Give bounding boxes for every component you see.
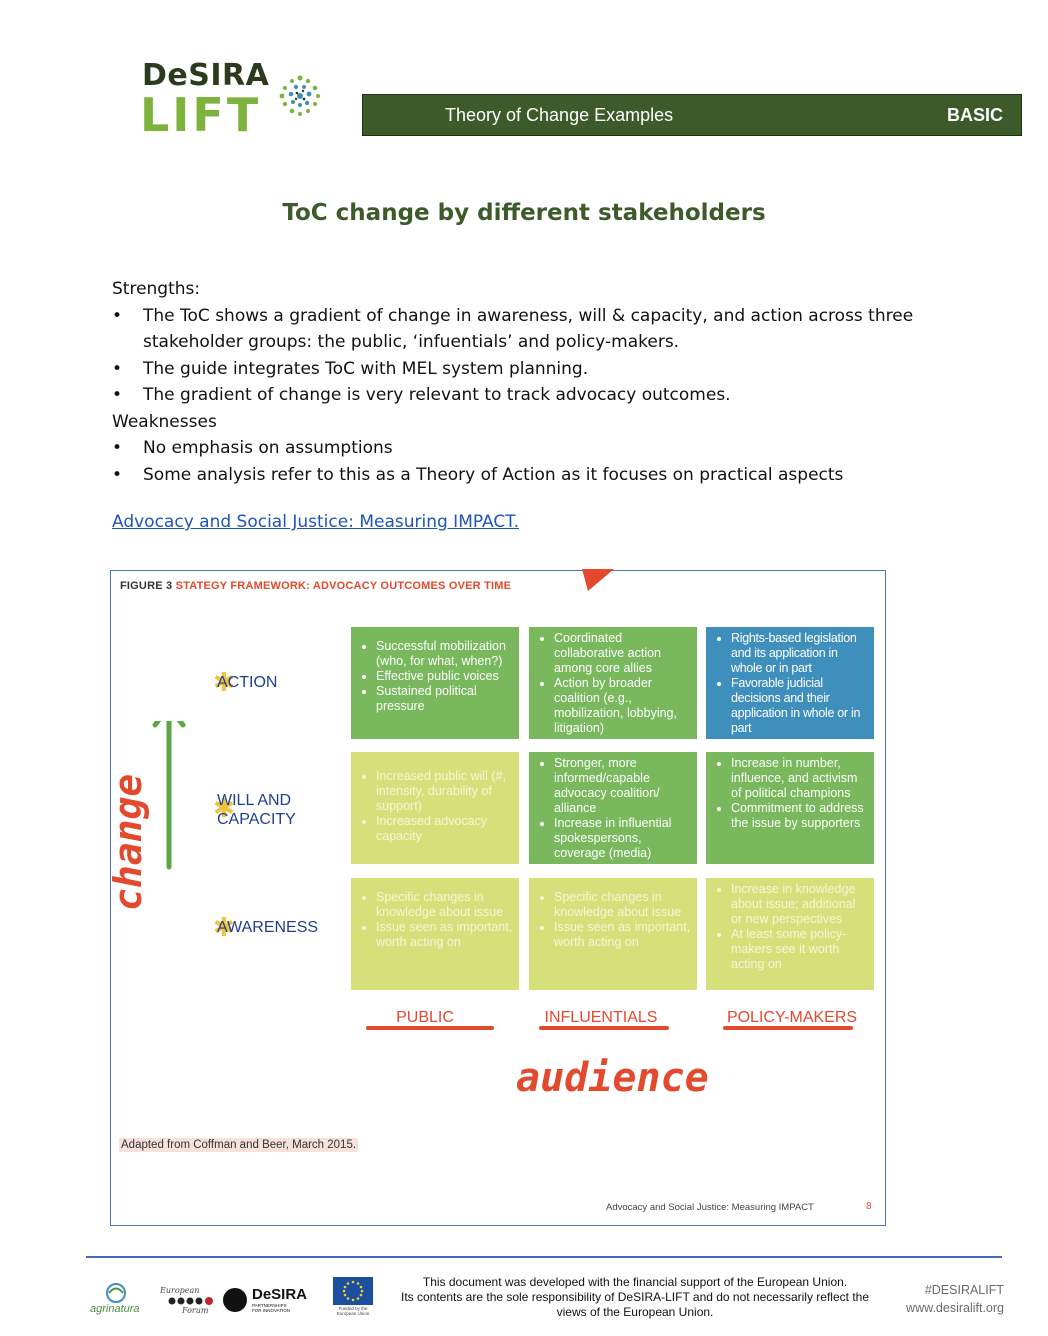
header-bar: Theory of Change Examples BASIC [362,94,1022,136]
strengths-heading: Strengths: [112,279,201,299]
weakness-item: Some analysis refer to this as a Theory … [112,462,932,489]
cell-bullet: Increase in number, influence, and activ… [731,756,868,801]
cell-bullet: Effective public voices [376,669,513,684]
arrow-head-icon [582,569,614,591]
strengths-weaknesses-section: Strengths: The ToC shows a gradient of c… [112,276,932,488]
cell-bullet: Specific changes in knowledge about issu… [554,890,691,920]
cell-bullet: Increased public will (#, intensity, dur… [376,769,513,814]
change-axis-text: change [107,774,150,911]
desira-footer-logo-text: DeSIRA [252,1286,308,1303]
cell-bullet: Stronger, more informed/capable advocacy… [554,756,691,816]
strength-item: The guide integrates ToC with MEL system… [112,356,932,383]
cell-bullet: Favorable judicial decisions and their a… [731,676,868,736]
eu-flag-icon [333,1277,373,1305]
column-label-policy-makers: POLICY-MAKERS [726,1009,858,1026]
header-title: Theory of Change Examples [445,105,674,125]
cell-bullet: Issue seen as important, worth acting on [554,920,691,950]
cell-bullet: Rights-based legislation and its applica… [731,631,868,676]
european-forum-dots-icon [168,1297,213,1305]
footer-website-link[interactable]: www.desiralift.org [906,1301,1004,1315]
change-axis-label: change [107,721,186,911]
row-label-awareness: ✱ AWARENESS [213,912,319,942]
cell-will-policy-makers: Increase in number, influence, and activ… [706,752,874,864]
figure-source-note: Adapted from Coffman and Beer, March 201… [119,1138,359,1152]
footer-hashtag: #DESIRALIFT [924,1283,1004,1297]
logo-dots-icon [279,75,320,116]
footer-divider [86,1256,1002,1258]
figure-number: FIGURE 3 [120,580,173,592]
cell-will-influentials: Stronger, more informed/capable advocacy… [529,752,697,864]
strategy-framework-figure: FIGURE 3 STATEGY FRAMEWORK: ADVOCACY OUT… [107,569,886,1226]
desira-footer-subtitle: PARTNERSHIPS FOR INNOVATION [252,1303,291,1313]
agrinatura-logo-icon [106,1283,126,1303]
cell-bullet: Commitment to address the issue by suppo… [731,801,868,831]
figure-footer-title: Advocacy and Social Justice: Measuring I… [606,1202,814,1213]
star-mark-icon: ✱ [213,667,235,697]
row-label-will-capacity: ✱ WILL AND CAPACITY [213,792,296,828]
logo-desira-text: DeSIRA [142,58,270,93]
source-link[interactable]: Advocacy and Social Justice: Measuring I… [112,512,519,532]
eu-funded-label: Funded by the European Union [336,1306,370,1316]
cell-bullet: Specific changes in knowledge about issu… [376,890,513,920]
cell-action-policy-makers: Rights-based legislation and its applica… [706,627,874,739]
desira-circle-logo-icon [223,1288,247,1312]
cell-bullet: Coordinated collaborative action among c… [554,631,691,676]
footer-tagline: #DESIRALIFT www.desiralift.org [906,1281,1004,1317]
european-forum-logo-text: European Forum [160,1286,209,1315]
column-label-influentials: INFLUENTIALS [544,1009,658,1026]
cell-action-influentials: Coordinated collaborative action among c… [529,627,697,739]
row-label-action: ✱ ACTION [213,667,278,697]
cell-bullet: Action by broader coalition (e.g., mobil… [554,676,691,736]
logo-lift-text: LIFT [140,88,262,142]
weakness-item: No emphasis on assumptions [112,435,932,462]
strength-item: The ToC shows a gradient of change in aw… [112,303,932,356]
weaknesses-heading: Weaknesses [112,411,217,432]
star-mark-icon: ✱ [213,912,235,942]
cell-bullet: Increase in knowledge about issue; addit… [731,882,868,927]
figure-caption: FIGURE 3 STATEGY FRAMEWORK: ADVOCACY OUT… [120,580,511,592]
cell-bullet: Increased advocacy capacity [376,814,513,844]
column-underline [723,1026,853,1030]
footer-disclaimer: This document was developed with the fin… [400,1275,869,1319]
desira-lift-logo: DeSIRA LIFT [140,58,330,144]
column-underline [366,1026,494,1030]
cell-bullet: Issue seen as important, worth acting on [376,920,513,950]
cell-action-public: Successful mobilization (who, for what, … [351,627,519,739]
figure-title: STATEGY FRAMEWORK: ADVOCACY OUTCOMES OVE… [175,580,512,592]
column-underline [539,1026,669,1030]
audience-axis-label: audience [516,1055,709,1101]
column-label-public: PUBLIC [396,1009,454,1026]
page-title: ToC change by different stakeholders [282,200,766,226]
strength-item: The gradient of change is very relevant … [112,382,932,409]
cell-awareness-public: Specific changes in knowledge about issu… [351,878,519,990]
star-mark-icon: ✱ [213,793,235,823]
cell-bullet: Increase in influential spokespersons, c… [554,816,691,861]
cell-bullet: At least some policy-makers see it worth… [731,927,868,972]
cell-awareness-policy-makers: Increase in knowledge about issue; addit… [706,878,874,990]
cell-bullet: Sustained political pressure [376,684,513,714]
cell-awareness-influentials: Specific changes in knowledge about issu… [529,878,697,990]
cell-bullet: Successful mobilization (who, for what, … [376,639,513,669]
figure-page-number: 8 [866,1201,872,1212]
agrinatura-logo-text: agrinatura [90,1303,140,1315]
header-level-badge: BASIC [946,105,1003,125]
cell-will-public: Increased public will (#, intensity, dur… [351,752,519,864]
